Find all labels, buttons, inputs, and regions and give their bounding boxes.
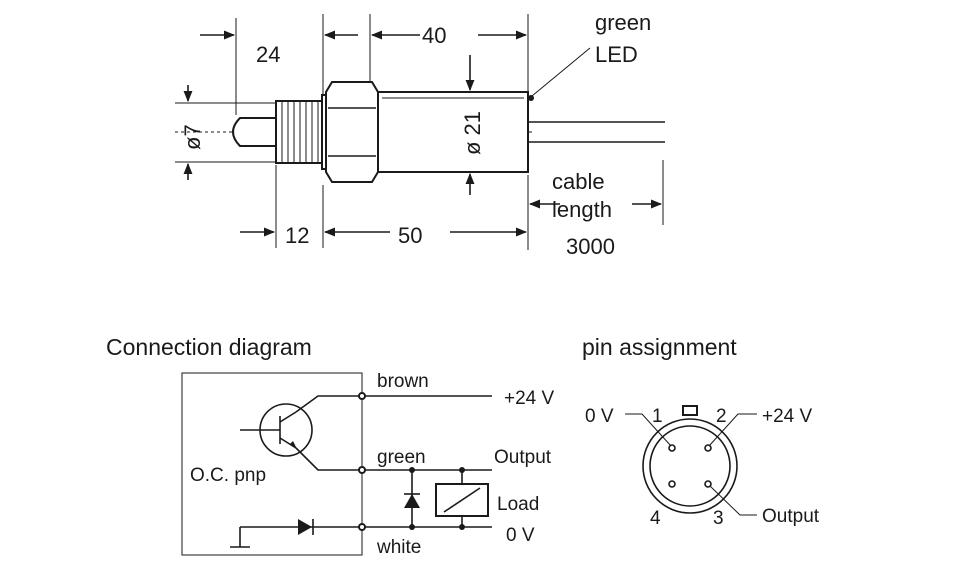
dimension-lines-bottom xyxy=(240,165,529,250)
dimension-dia7: ø7 xyxy=(180,124,205,150)
dimension-lines-top xyxy=(200,14,529,115)
dimension-24: 24 xyxy=(256,42,280,67)
pin-2-label: 2 xyxy=(716,406,727,427)
led-leader-line xyxy=(531,47,591,97)
cable-label-line2: length xyxy=(552,197,612,222)
pin-4-label: 4 xyxy=(650,508,661,529)
dimension-40: 40 xyxy=(422,23,446,48)
pin-24v-label: +24 V xyxy=(762,406,813,427)
connection-diagram-title: Connection diagram xyxy=(106,334,312,360)
pin-1-label: 1 xyxy=(652,406,663,427)
pin-assignment-title: pin assignment xyxy=(582,334,737,360)
connection-schematic xyxy=(181,372,492,556)
output-label: Output xyxy=(494,447,552,468)
zero-v-label: 0 V xyxy=(506,525,535,546)
pin-0v-label: 0 V xyxy=(585,406,614,427)
cable-label-line3: 3000 xyxy=(566,234,615,259)
dimension-12: 12 xyxy=(285,223,309,248)
connector-face xyxy=(625,405,757,516)
load-label: Load xyxy=(497,494,539,515)
wire-white-label: white xyxy=(376,537,421,558)
sensor-outline-drawing xyxy=(175,81,665,183)
transistor-label: O.C. pnp xyxy=(190,465,266,486)
wire-green-label: green xyxy=(377,447,426,468)
dimension-50: 50 xyxy=(398,223,422,248)
led-label-line1: green xyxy=(595,10,651,35)
led-label-line2: LED xyxy=(595,42,638,67)
dimension-dia21: ø 21 xyxy=(460,111,485,155)
wire-brown-label: brown xyxy=(377,371,429,392)
dimension-lines-dia7 xyxy=(175,85,276,180)
plus-24v-label: +24 V xyxy=(504,388,555,409)
dimension-lines-cable xyxy=(528,160,664,225)
cable-label-line1: cable xyxy=(552,169,605,194)
pin-output-label: Output xyxy=(762,506,820,527)
pin-3-label: 3 xyxy=(713,508,724,529)
